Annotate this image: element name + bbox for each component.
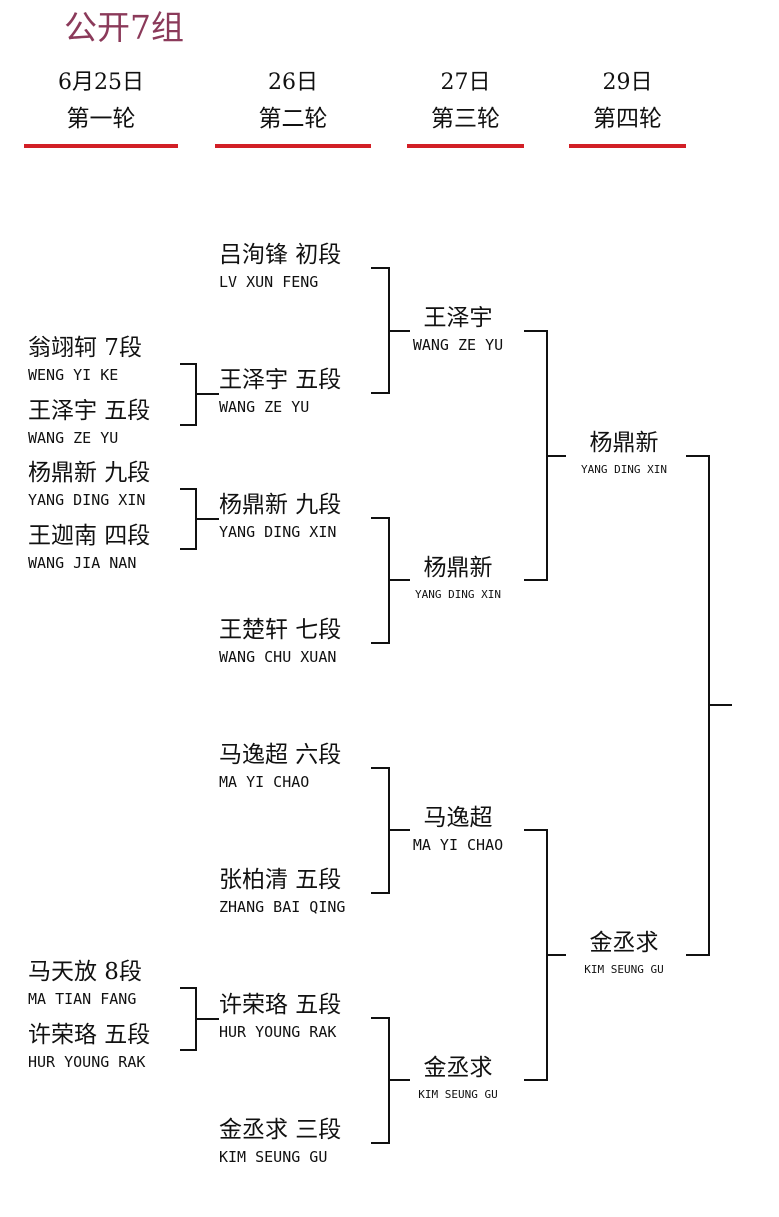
player-name-cn: 许荣珞 五段 (28, 1022, 151, 1048)
player-name-cn: 王泽宇 (423, 305, 493, 331)
player-entry: 许荣珞 五段 HUR YOUNG RAK (28, 1020, 150, 1072)
player-name-cn: 马天放 8段 (28, 959, 142, 985)
round-date: 6月25日 (58, 70, 144, 95)
round-date: 27日 (440, 70, 491, 95)
player-entry: 王迦南 四段 WANG JIA NAN (28, 521, 150, 573)
player-name-cn: 翁翊轲 7段 (28, 335, 142, 361)
round-name: 第二轮 (258, 106, 328, 132)
bracket-connector (371, 267, 410, 394)
player-entry: 金丞求 KIM SEUNG GU (400, 1053, 516, 1105)
round-date: 29日 (602, 70, 653, 95)
player-name-cn: 杨鼎新 九段 (28, 460, 151, 486)
player-name-en: WANG ZE YU (219, 398, 310, 416)
player-name-en: YANG DING XIN (28, 491, 146, 509)
player-entry: 杨鼎新 九段 YANG DING XIN (219, 490, 341, 542)
player-entry: 吕洵锋 初段 LV XUN FENG (219, 240, 341, 292)
bracket-connector (371, 1017, 410, 1144)
bracket-connector (180, 987, 219, 1051)
round-underline (407, 144, 524, 148)
player-name-en: WANG ZE YU (28, 429, 119, 447)
player-entry: 许荣珞 五段 HUR YOUNG RAK (219, 990, 341, 1042)
player-name-cn: 王泽宇 五段 (28, 398, 151, 424)
player-name-cn: 杨鼎新 (423, 555, 493, 581)
player-entry: 金丞求 KIM SEUNG GU (566, 928, 682, 980)
round-header-2: 26日 第二轮 (215, 68, 371, 148)
bracket-connector (686, 455, 732, 956)
player-entry: 马逸超 MA YI CHAO (400, 803, 516, 855)
bracket-connector (371, 767, 410, 894)
player-name-cn: 金丞求 (423, 1055, 493, 1081)
player-name-en: MA TIAN FANG (28, 990, 137, 1008)
group-title: 公开7组 (64, 8, 184, 47)
player-name-cn: 王迦南 四段 (28, 523, 151, 549)
round-date: 26日 (268, 70, 318, 95)
player-name-cn: 王楚轩 七段 (219, 617, 342, 643)
bracket-connector (180, 363, 219, 426)
round-header-1: 6月25日 第一轮 (24, 68, 178, 148)
round-underline (215, 144, 371, 148)
player-name-en: YANG DING XIN (414, 588, 502, 601)
player-name-cn: 张柏清 五段 (219, 867, 342, 893)
player-name-en: KIM SEUNG GU (584, 963, 664, 976)
player-name-cn: 杨鼎新 九段 (219, 492, 342, 518)
round-header-3: 27日 第三轮 (407, 68, 524, 148)
player-name-en: LV XUN FENG (219, 273, 319, 291)
player-name-en: YANG DING XIN (219, 523, 337, 541)
player-entry: 翁翊轲 7段 WENG YI KE (28, 333, 142, 385)
player-name-en: WANG ZE YU (412, 336, 504, 354)
player-name-en: WANG JIA NAN (28, 554, 137, 572)
round-name: 第三轮 (431, 106, 500, 132)
player-entry: 王楚轩 七段 WANG CHU XUAN (219, 615, 341, 667)
player-name-en: WANG CHU XUAN (219, 648, 337, 666)
player-name-cn: 吕洵锋 初段 (219, 242, 342, 268)
player-name-en: YANG DING XIN (580, 463, 668, 476)
player-entry: 金丞求 三段 KIM SEUNG GU (219, 1115, 341, 1167)
player-name-cn: 金丞求 三段 (219, 1117, 342, 1143)
player-entry: 马逸超 六段 MA YI CHAO (219, 740, 341, 792)
player-entry: 杨鼎新 YANG DING XIN (566, 428, 682, 480)
player-name-en: KIM SEUNG GU (418, 1088, 498, 1101)
round-name: 第四轮 (593, 106, 662, 132)
player-entry: 杨鼎新 YANG DING XIN (400, 553, 516, 605)
bracket-connector (524, 829, 566, 1081)
player-entry: 王泽宇 五段 WANG ZE YU (219, 365, 341, 417)
player-name-en: WENG YI KE (28, 366, 119, 384)
player-entry: 马天放 8段 MA TIAN FANG (28, 957, 142, 1009)
player-entry: 王泽宇 五段 WANG ZE YU (28, 396, 150, 448)
round-underline (24, 144, 178, 148)
player-name-cn: 许荣珞 五段 (219, 992, 342, 1018)
round-header-4: 29日 第四轮 (569, 68, 686, 148)
bracket-connector (524, 330, 566, 581)
player-name-en: MA YI CHAO (412, 836, 504, 854)
player-entry: 杨鼎新 九段 YANG DING XIN (28, 458, 150, 510)
player-entry: 王泽宇 WANG ZE YU (400, 303, 516, 355)
player-name-cn: 马逸超 六段 (219, 742, 342, 768)
player-name-cn: 王泽宇 五段 (219, 367, 342, 393)
bracket-connector (180, 488, 219, 550)
player-name-en: ZHANG BAI QING (219, 898, 346, 916)
player-name-en: MA YI CHAO (219, 773, 310, 791)
player-entry: 张柏清 五段 ZHANG BAI QING (219, 865, 345, 917)
player-name-cn: 金丞求 (589, 930, 659, 956)
player-name-en: KIM SEUNG GU (219, 1148, 328, 1166)
player-name-cn: 杨鼎新 (589, 430, 659, 456)
player-name-en: HUR YOUNG RAK (219, 1023, 337, 1041)
player-name-en: HUR YOUNG RAK (28, 1053, 146, 1071)
bracket-connector (371, 517, 410, 644)
round-name: 第一轮 (66, 106, 136, 132)
player-name-cn: 马逸超 (423, 805, 493, 831)
round-underline (569, 144, 686, 148)
